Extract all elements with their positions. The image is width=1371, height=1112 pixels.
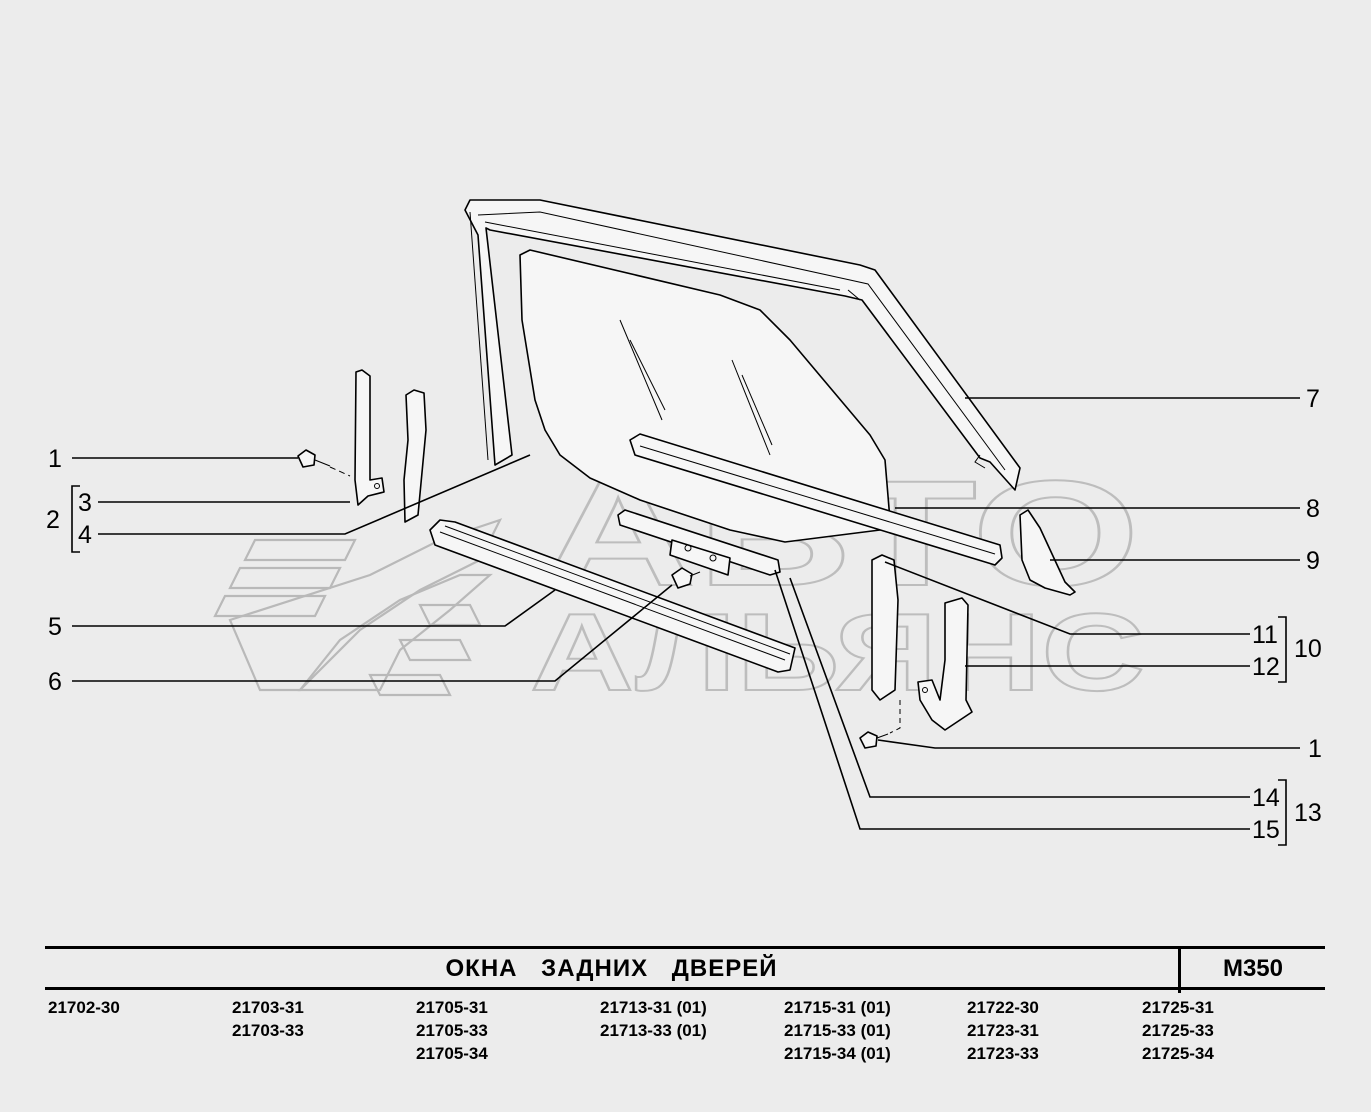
outer-belt-seal <box>629 433 1003 566</box>
model-column-6: 21722-30 21723-31 21723-33 <box>967 996 1039 1065</box>
model-column-2: 21703-31 21703-33 <box>232 996 304 1042</box>
model-column-7: 21725-31 21725-33 21725-34 <box>1142 996 1214 1065</box>
model-code: 21713-31 (01) <box>600 998 707 1017</box>
model-code: 21723-33 <box>967 1044 1039 1063</box>
callout-3: 3 <box>78 489 92 517</box>
model-code: 21713-33 (01) <box>600 1021 707 1040</box>
callout-14: 14 <box>1252 784 1280 812</box>
front-guide-channel <box>403 389 427 523</box>
model-code: 21705-31 <box>416 998 488 1017</box>
rear-guide-bracket <box>917 597 973 731</box>
bolt-left <box>297 449 331 468</box>
glass-holder-bolt <box>671 567 701 589</box>
callout-5: 5 <box>48 613 62 641</box>
window-glass <box>519 249 891 543</box>
model-code: 21723-31 <box>967 1021 1039 1040</box>
model-code: 21702-30 <box>48 998 120 1017</box>
model-code: 21725-34 <box>1142 1044 1214 1063</box>
callout-11: 11 <box>1252 621 1278 649</box>
corner-trim <box>1019 509 1076 596</box>
callout-6: 6 <box>48 668 62 696</box>
callout-4: 4 <box>78 521 92 549</box>
callout-15: 15 <box>1252 816 1280 844</box>
model-code: 21705-33 <box>416 1021 488 1040</box>
model-code: 21705-34 <box>416 1044 488 1063</box>
callout-8: 8 <box>1306 495 1320 523</box>
callout-10: 10 <box>1294 635 1322 663</box>
model-code: 21703-31 <box>232 998 304 1017</box>
glass-holder <box>617 509 781 576</box>
model-column-3: 21705-31 21705-33 21705-34 <box>416 996 488 1065</box>
model-column-5: 21715-31 (01) 21715-33 (01) 21715-34 (01… <box>784 996 891 1065</box>
inner-belt-seal <box>429 519 796 673</box>
page-code: М350 <box>1222 955 1284 982</box>
model-column-4: 21713-31 (01) 21713-33 (01) <box>600 996 707 1042</box>
model-code: 21715-31 (01) <box>784 998 891 1017</box>
front-guide-bracket <box>354 369 385 506</box>
model-code: 21703-33 <box>232 1021 304 1040</box>
model-column-1: 21702-30 <box>48 996 120 1019</box>
window-frame-channel <box>464 199 1021 491</box>
parts-diagram: АВТО АЛЬЯНС <box>46 199 1322 846</box>
model-code: 21715-34 (01) <box>784 1044 891 1063</box>
model-code: 21725-33 <box>1142 1021 1214 1040</box>
leader-lines <box>71 397 1300 846</box>
callout-7: 7 <box>1306 385 1320 413</box>
callout-12: 12 <box>1252 653 1280 681</box>
title-bar: ОКНА ЗАДНИХ ДВЕРЕЙ М350 <box>45 946 1325 993</box>
title-block: ОКНА ЗАДНИХ ДВЕРЕЙ М350 21702-30 21703-3… <box>45 946 1325 1096</box>
page-title: ОКНА ЗАДНИХ ДВЕРЕЙ <box>445 955 778 982</box>
model-code: 21722-30 <box>967 998 1039 1017</box>
bolt-left-dash <box>329 466 351 477</box>
callout-2: 2 <box>46 506 60 534</box>
callout-9: 9 <box>1306 547 1320 575</box>
model-code: 21725-31 <box>1142 998 1214 1017</box>
bolt-right <box>859 731 889 749</box>
title-divider <box>1178 949 1181 993</box>
callout-13: 13 <box>1294 799 1322 827</box>
bolt-right-dash <box>889 700 901 734</box>
callout-1-left: 1 <box>48 445 62 473</box>
callout-1-right: 1 <box>1308 735 1322 763</box>
model-code: 21715-33 (01) <box>784 1021 891 1040</box>
rear-guide-channel <box>871 554 899 701</box>
